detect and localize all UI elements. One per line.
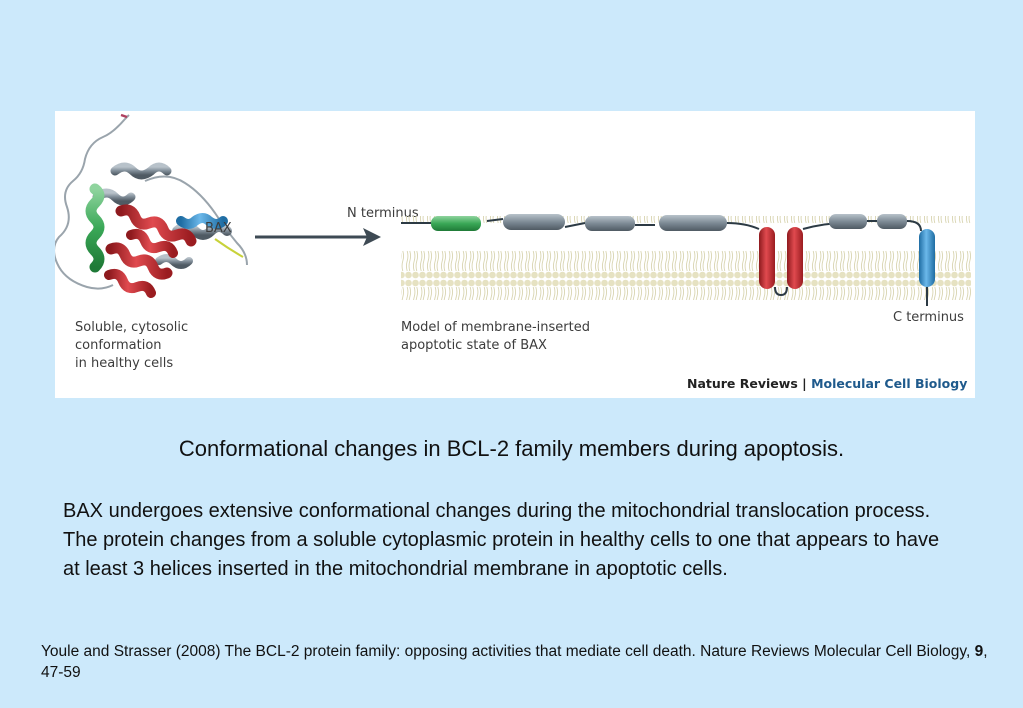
bax-diagram: BAX N terminus C terminus Soluble, cytos…	[55, 113, 971, 391]
reference-text: Youle and Strasser (2008) The BCL-2 prot…	[41, 643, 975, 660]
left-caption-line-1: Soluble, cytosolic	[75, 320, 188, 335]
body-paragraph: BAX undergoes extensive conformational c…	[63, 500, 940, 580]
reference-volume: 9	[974, 643, 984, 660]
soluble-bax-structure	[55, 113, 248, 298]
reference-pages: , 47-59	[41, 643, 988, 681]
left-caption-line-3: in healthy cells	[75, 356, 173, 371]
figure-credit: Nature Reviews | Molecular Cell Biology	[687, 376, 967, 391]
c-terminus-label: C terminus	[893, 310, 964, 325]
reference-citation: Youle and Strasser (2008) The BCL-2 prot…	[41, 641, 1001, 683]
right-caption-line-1: Model of membrane-inserted	[401, 320, 590, 335]
credit-journal: Molecular Cell Biology	[811, 376, 967, 391]
bax-figure: BAX N terminus C terminus Soluble, cytos…	[55, 111, 975, 398]
right-caption-line-2: apoptotic state of BAX	[401, 338, 547, 353]
left-caption-line-2: conformation	[75, 338, 162, 353]
figure-caption: Conformational changes in BCL-2 family m…	[178, 436, 845, 461]
transition-arrow	[255, 228, 381, 246]
n-terminus-label: N terminus	[347, 206, 419, 221]
membrane-helices	[431, 214, 935, 289]
credit-separator: |	[798, 376, 811, 391]
backbone-loop	[401, 218, 922, 232]
credit-publisher: Nature Reviews	[687, 376, 798, 391]
bax-label: BAX	[205, 221, 232, 236]
